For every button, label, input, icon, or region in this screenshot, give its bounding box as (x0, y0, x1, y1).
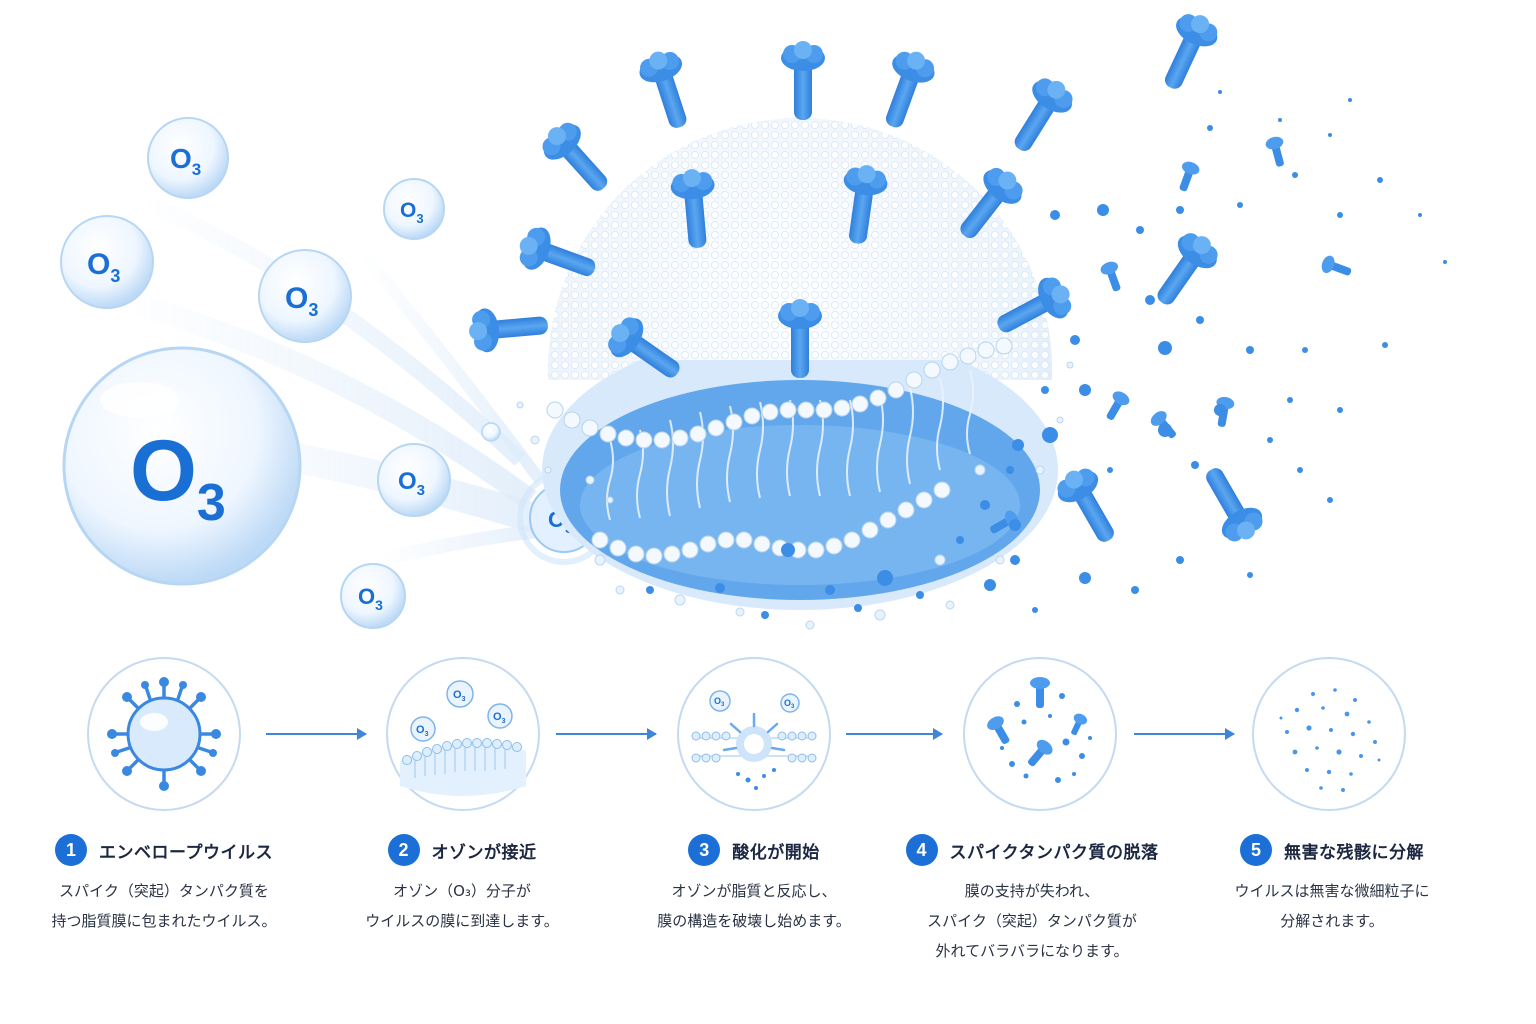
step-description: オゾン（O₃）分子が ウイルスの膜に到達します。 (365, 882, 559, 930)
step-title: エンベロープウイルス (99, 842, 273, 863)
virus-body (542, 118, 1058, 610)
step-title: オゾンが接近 (431, 842, 537, 863)
svg-text:O3: O3 (358, 584, 383, 613)
step-title: 無害な残骸に分解 (1284, 842, 1424, 863)
svg-text:O3: O3 (784, 698, 795, 710)
step-number-badge: 1 (55, 834, 87, 866)
ozone-bubble: O3 (340, 563, 406, 629)
svg-text:O3: O3 (714, 696, 725, 708)
step-description: ウイルスは無害な微細粒子に 分解されます。 (1234, 882, 1430, 930)
step-number-badge: 3 (688, 834, 721, 866)
step-4: 4 スパイクタンパク質の脱落 膜の支持が失われ、 スパイク（突起）タンパク質が … (882, 832, 1182, 966)
step-title: 酸化が開始 (732, 842, 820, 863)
harmless-particles-icon (1252, 657, 1406, 811)
ozone-bubble: O3 (377, 443, 451, 517)
enveloped-virus-icon (87, 657, 241, 811)
step-arrow (266, 728, 367, 740)
ozone-bubble: O3 (258, 249, 352, 343)
svg-text:O3: O3 (130, 423, 226, 532)
svg-text:O3: O3 (453, 689, 466, 703)
svg-text:O3: O3 (87, 248, 120, 286)
step-description: スパイク（突起）タンパク質を 持つ脂質膜に包まれたウイルス。 (51, 882, 277, 930)
svg-text:O3: O3 (493, 711, 506, 725)
ozone-bubble: O3 (383, 178, 445, 240)
step-arrow (1134, 728, 1235, 740)
ozone-approach-icon: O3 O3 O3 (386, 657, 540, 811)
svg-text:O3: O3 (400, 199, 424, 226)
step-title: スパイクタンパク質の脱落 (949, 842, 1159, 863)
spike-detach-icon (963, 657, 1117, 811)
ozone-bubble: O3 (147, 117, 229, 199)
oxidation-icon: O3 O3 (677, 657, 831, 811)
hero-illustration: O3 O3 O3 O3 O3 O3 O3 O3 (60, 6, 1447, 630)
svg-text:O3: O3 (398, 468, 425, 499)
svg-text:O3: O3 (170, 143, 201, 179)
step-number-badge: 4 (905, 834, 938, 866)
step-1: 1 エンベロープウイルス スパイク（突起）タンパク質を 持つ脂質膜に包まれたウイ… (14, 832, 314, 936)
step-arrow (556, 728, 657, 740)
ozone-bubble: O3 (60, 215, 154, 309)
step-number-badge: 2 (387, 834, 420, 866)
step-description: オゾンが脂質と反応し、 膜の構造を破壊し始めます。 (657, 882, 851, 930)
step-2: 2 オゾンが接近 オゾン（O₃）分子が ウイルスの膜に到達します。 (312, 832, 612, 936)
svg-text:O3: O3 (416, 724, 429, 738)
step-arrow (846, 728, 943, 740)
ozone-bubble (481, 422, 501, 442)
bubble-particles (516, 361, 1074, 630)
step-3: 3 酸化が開始 オゾンが脂質と反応し、 膜の構造を破壊し始めます。 (604, 832, 904, 936)
step-number-badge: 5 (1240, 834, 1272, 866)
svg-text:O3: O3 (285, 282, 318, 320)
step-5: 5 無害な残骸に分解 ウイルスは無害な微細粒子に 分解されます。 (1182, 832, 1482, 936)
debris-particles (646, 90, 1447, 619)
lipid-heads (546, 337, 1013, 565)
ozone-bubble-large: O3 (62, 346, 302, 586)
step-description: 膜の支持が失われ、 スパイク（突起）タンパク質が 外れてバラバラになります。 (927, 882, 1137, 960)
